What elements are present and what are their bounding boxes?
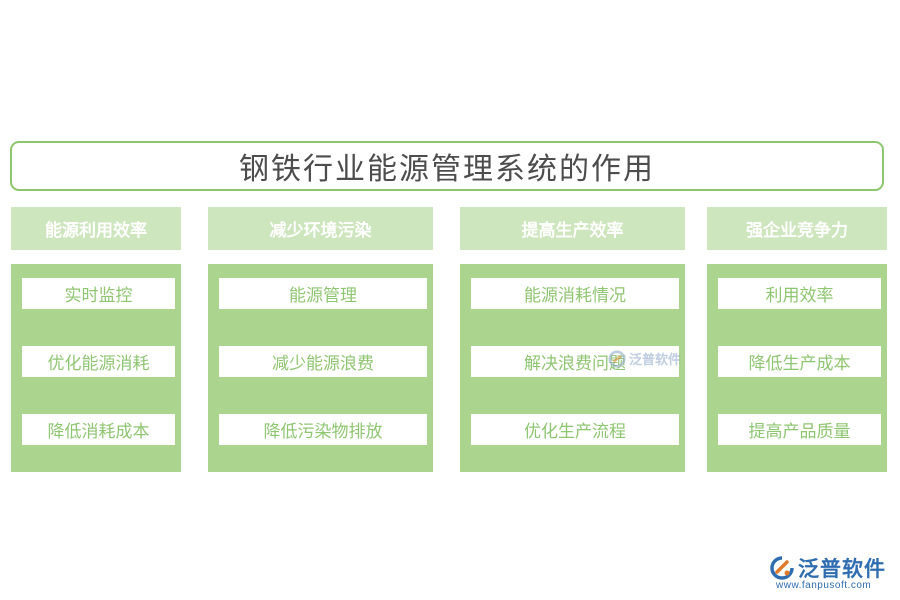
column-header-1: 能源利用效率: [11, 207, 181, 250]
column-header-2: 减少环境污染: [208, 207, 433, 250]
column-body-3: 能源消耗情况 解决浪费问题 优化生产流程: [460, 264, 685, 472]
column-2-item-2: 减少能源浪费: [219, 346, 427, 377]
column-4-item-1: 利用效率: [718, 278, 881, 309]
brand-name: 泛普软件: [798, 557, 886, 581]
column-body-1: 实时监控 优化能源消耗 降低消耗成本: [11, 264, 181, 472]
column-header-3: 提高生产效率: [460, 207, 685, 250]
brand-logo: 泛普软件: [770, 553, 886, 583]
column-3-item-2: 解决浪费问题: [471, 346, 679, 377]
column-2-item-1: 能源管理: [219, 278, 427, 309]
diagram-title: 钢铁行业能源管理系统的作用: [239, 152, 655, 187]
column-1-item-1: 实时监控: [22, 278, 175, 309]
watermark-logo-icon: [608, 349, 626, 368]
column-1-item-2: 优化能源消耗: [22, 346, 175, 377]
column-body-2: 能源管理 减少能源浪费 降低污染物排放: [208, 264, 433, 472]
fanpu-logo-icon: [770, 556, 794, 580]
watermark-text: 泛普软件: [629, 353, 682, 368]
watermark: 泛普软件: [608, 349, 681, 368]
column-4-item-2: 降低生产成本: [718, 346, 881, 377]
brand-url: www.fanpusoft.com: [776, 580, 872, 591]
column-3-item-3: 优化生产流程: [471, 414, 679, 445]
column-1-item-3: 降低消耗成本: [22, 414, 175, 445]
column-header-4: 强企业竞争力: [707, 207, 887, 250]
column-2-item-3: 降低污染物排放: [219, 414, 427, 445]
column-4-item-3: 提高产品质量: [718, 414, 881, 445]
column-body-4: 利用效率 降低生产成本 提高产品质量: [707, 264, 887, 472]
column-3-item-1: 能源消耗情况: [471, 278, 679, 309]
title-box: 钢铁行业能源管理系统的作用: [10, 141, 884, 191]
